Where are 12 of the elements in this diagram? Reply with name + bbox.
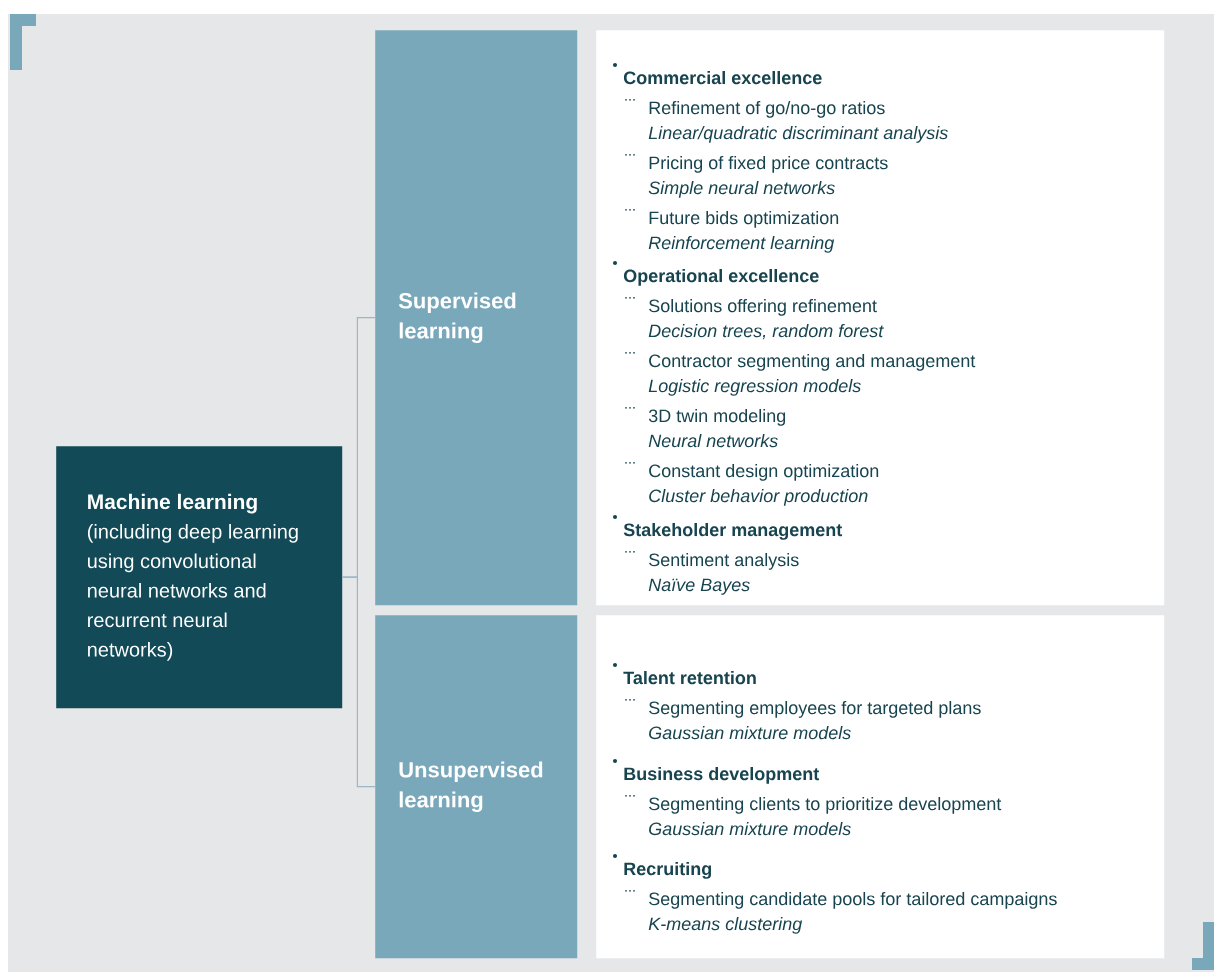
category-list: Operational excellence Solutions offering refinement Decision trees, random forest Contractor segmenting and management Logistic regression models 3D twin modeling Neural networks Constant design optimization Cluster behavior production: [623, 269, 976, 506]
content-panel: [596, 30, 1165, 606]
category-band: Unsupervised learning: [375, 615, 578, 959]
content-panel: [596, 615, 1165, 959]
category-list: Business development Segmenting clients to prioritize development Gaussian mixture models: [624, 767, 1002, 836]
category-list: Commercial excellence Refinement of go/no-go ratios Linear/quadratic discriminant analysis Pricing of fixed price contracts Simple neural networks Future bids optimization Reinforcement learning: [623, 71, 948, 253]
category-list: Talent retention Segmenting employees for targeted plans Gaussian mixture models: [623, 671, 981, 740]
connector-line: [341, 576, 376, 788]
category-band: Supervised learning: [375, 30, 578, 606]
category-list: Recruiting Segmenting candidate pools for tailored campaigns K-means clustering: [624, 862, 1057, 934]
topic-box: Machine learning (including deep learning using convolutional neural networks and recurrent neural networks): [56, 446, 343, 709]
category-list: Stakeholder management Sentiment analysis Naïve Bayes: [623, 523, 843, 595]
